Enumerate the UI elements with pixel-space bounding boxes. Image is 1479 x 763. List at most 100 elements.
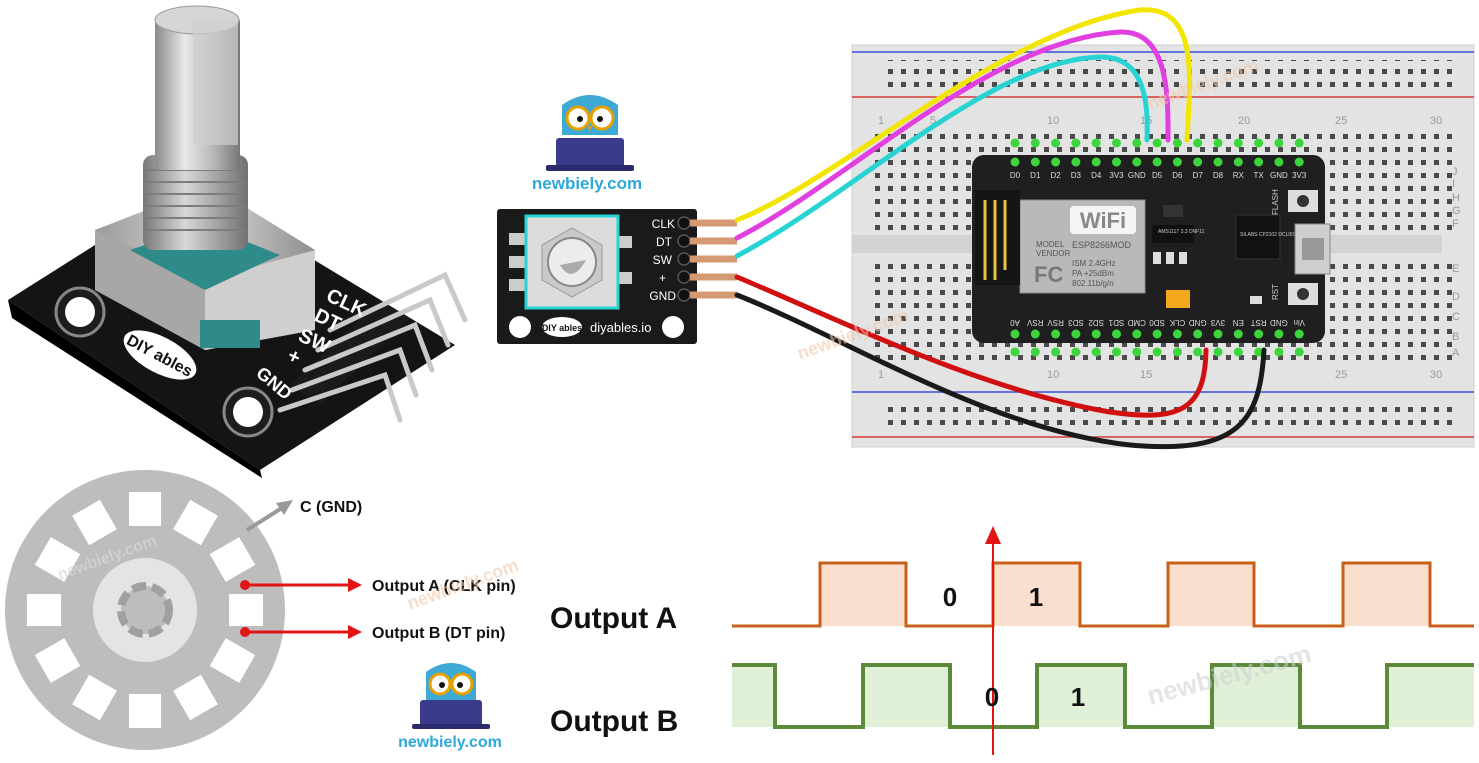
board-top-pin bbox=[1091, 157, 1101, 167]
breadboard-hole-highlight bbox=[1030, 138, 1040, 148]
wheel-slot bbox=[34, 537, 81, 582]
breadboard-hole-highlight bbox=[1274, 347, 1284, 357]
output-b-title: Output B bbox=[550, 705, 678, 738]
output-a-title: Output A bbox=[550, 602, 677, 635]
bb-col-25-b: 25 bbox=[1335, 369, 1347, 381]
module-pin-gnd: GND bbox=[649, 289, 676, 303]
breadboard-hole-highlight bbox=[1152, 347, 1162, 357]
wheel-slot bbox=[209, 638, 256, 683]
board-top-pin-label: TX bbox=[1253, 171, 1264, 180]
board-bottom-pin bbox=[1030, 329, 1040, 339]
board-bottom-pin-label: CMD bbox=[1127, 318, 1145, 327]
wave-high-region bbox=[1037, 665, 1125, 727]
breadboard-hole-highlight bbox=[1071, 347, 1081, 357]
board-top-pin bbox=[1233, 157, 1243, 167]
breadboard-hole-highlight bbox=[1172, 347, 1182, 357]
flash-label: FLASH bbox=[1271, 189, 1280, 215]
breadboard-hole-highlight bbox=[1172, 138, 1182, 148]
board-top-pin bbox=[1274, 157, 1284, 167]
breadboard-hole-highlight bbox=[1132, 138, 1142, 148]
bb-col-25: 25 bbox=[1335, 115, 1347, 127]
wire-clk-yellow bbox=[734, 7, 1192, 223]
board-bottom-pin bbox=[1071, 329, 1081, 339]
board-top-pin bbox=[1030, 157, 1040, 167]
board-bottom-pin-label: 3V3 bbox=[1210, 318, 1225, 327]
board-bottom-pin-label: RST bbox=[1250, 318, 1266, 327]
board-top-pin bbox=[1010, 157, 1020, 167]
board-top-pin bbox=[1193, 157, 1203, 167]
breadboard-hole-highlight bbox=[1233, 138, 1243, 148]
bb-row-e: E bbox=[1452, 263, 1459, 275]
wheel-slot bbox=[173, 499, 218, 546]
board-top-pin-label: GND bbox=[1270, 171, 1288, 180]
wheel-slot bbox=[27, 594, 61, 626]
board-bottom-pin bbox=[1193, 329, 1203, 339]
breadboard-hole-highlight bbox=[1254, 347, 1264, 357]
encoder-wheel: C (GND) Output A (CLK pin) Output B (DT … bbox=[5, 470, 516, 750]
board-bottom-pin bbox=[1254, 329, 1264, 339]
a-state-zero: 0 bbox=[943, 582, 957, 612]
wheel-slot bbox=[129, 492, 161, 526]
b-state-one: 1 bbox=[1071, 682, 1085, 712]
board-top-pin-label: D7 bbox=[1193, 171, 1204, 180]
bb-col-30: 30 bbox=[1430, 115, 1442, 127]
board-bottom-pin bbox=[1233, 329, 1243, 339]
board-top-pin bbox=[1132, 157, 1142, 167]
breadboard-hole-highlight bbox=[1010, 347, 1020, 357]
board-top-pin-label: RX bbox=[1233, 171, 1245, 180]
newbiely-text-bottom: newbiely.com bbox=[398, 734, 502, 751]
board-bottom-pin-label: RSV bbox=[1047, 318, 1064, 327]
breadboard-hole-highlight bbox=[1091, 138, 1101, 148]
board-top-pin bbox=[1213, 157, 1223, 167]
bb-col-15-b: 15 bbox=[1140, 369, 1152, 381]
board-top-pin bbox=[1152, 157, 1162, 167]
wave-high-region bbox=[732, 665, 775, 727]
breadboard-hole-highlight bbox=[1051, 347, 1061, 357]
board-top-pin-label: D4 bbox=[1091, 171, 1102, 180]
bb-row-f: F bbox=[1452, 218, 1459, 230]
bb-row-d: D bbox=[1452, 291, 1460, 303]
board-top-pin-label: D1 bbox=[1030, 171, 1041, 180]
board-bottom-pin-label: Vin bbox=[1293, 318, 1304, 327]
board-bottom-pin-label: GND bbox=[1270, 318, 1288, 327]
breadboard-hole-highlight bbox=[1112, 138, 1121, 148]
board-bottom-pin bbox=[1152, 329, 1162, 339]
board-top-pin-label: D3 bbox=[1071, 171, 1082, 180]
board-bottom-pin-label: SD1 bbox=[1108, 318, 1124, 327]
fc-mark: FC bbox=[1034, 262, 1063, 287]
breadboard-hole-highlight bbox=[1152, 138, 1162, 148]
board-top-pin-label: 3V3 bbox=[1109, 171, 1124, 180]
wire-sw-cyan bbox=[734, 54, 1150, 259]
waveform-b bbox=[732, 663, 1474, 729]
module-pa: PA +25dBm bbox=[1072, 269, 1114, 278]
chip-regulator: AMS1117 3.3 DNF11 bbox=[1158, 229, 1205, 235]
board-bottom-pin-label: SD3 bbox=[1068, 318, 1084, 327]
module-pin-plus: + bbox=[659, 271, 666, 285]
b-state-zero: 0 bbox=[985, 682, 999, 712]
bb-col-10: 10 bbox=[1047, 115, 1059, 127]
c-gnd-label: C (GND) bbox=[300, 499, 362, 516]
board-bottom-pin bbox=[1172, 329, 1182, 339]
board-bottom-pin bbox=[1132, 329, 1142, 339]
wheel-slot bbox=[209, 537, 256, 582]
wire-dt-magenta bbox=[734, 29, 1171, 241]
wheel-slot bbox=[129, 694, 161, 728]
chip-usb: SILABS CP2102 DCL00X 1708+ bbox=[1240, 232, 1313, 238]
breadboard-hole-highlight bbox=[1213, 347, 1223, 357]
bb-col-1-b: 1 bbox=[878, 369, 884, 381]
breadboard-hole-highlight bbox=[1294, 138, 1304, 148]
bb-row-b: B bbox=[1452, 331, 1459, 343]
bb-col-10-b: 10 bbox=[1047, 369, 1059, 381]
module-pin-dt: DT bbox=[656, 235, 673, 249]
board-top-pin-label: D6 bbox=[1172, 171, 1183, 180]
board-bottom-pin bbox=[1091, 329, 1101, 339]
bb-col-30-b: 30 bbox=[1430, 369, 1442, 381]
board-top-pin bbox=[1172, 157, 1182, 167]
board-bottom-pin-label: SD2 bbox=[1088, 318, 1104, 327]
wire-gnd-black bbox=[734, 292, 1267, 450]
board-bottom-pin bbox=[1051, 329, 1061, 339]
diyables-text: diyables.io bbox=[590, 320, 651, 335]
newbiely-logo-bottom: newbiely.com bbox=[398, 663, 502, 751]
wheel-slot bbox=[229, 594, 263, 626]
breadboard-hole-highlight bbox=[1294, 347, 1304, 357]
